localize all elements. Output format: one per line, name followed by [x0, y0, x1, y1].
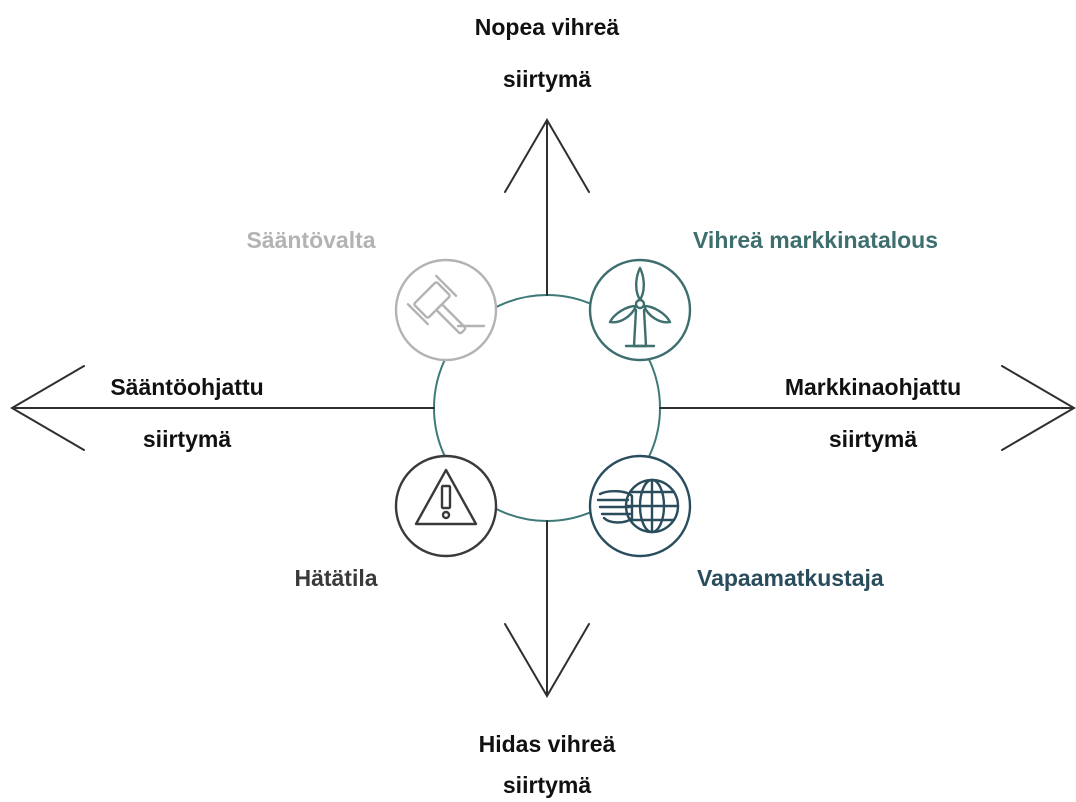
- wind-turbine-icon: [588, 258, 692, 362]
- axis-label-top-line1: Nopea vihreä: [474, 14, 620, 40]
- axis-label-bottom-line2: siirtymä: [502, 772, 592, 798]
- arrowhead-right: [1001, 365, 1076, 451]
- scenario-label-top-right: Vihreä markkinatalous: [693, 227, 939, 253]
- arrowhead-left: [10, 365, 85, 451]
- scenario-label-bottom-left: Hätätila: [294, 565, 378, 591]
- axis-label-right-line1: Markkinaohjattu: [784, 374, 962, 400]
- axis-label-left-line1: Sääntöohjattu: [110, 374, 264, 400]
- scenario-label-bottom-right: Vapaamatkustaja: [697, 565, 884, 591]
- scenario-label-top-left: Sääntövalta: [246, 227, 376, 253]
- arrowhead-up: [504, 118, 590, 193]
- globe-with-wing-icon: [588, 454, 692, 558]
- arrowhead-down: [504, 623, 590, 698]
- axis-label-left-line2: siirtymä: [142, 426, 232, 452]
- axis-label-right-line2: siirtymä: [828, 426, 918, 452]
- warning-triangle-icon: [394, 454, 498, 558]
- gavel-icon: [394, 258, 498, 362]
- axis-label-top-line2: siirtymä: [502, 66, 592, 92]
- axis-label-bottom-line1: Hidas vihreä: [478, 731, 616, 757]
